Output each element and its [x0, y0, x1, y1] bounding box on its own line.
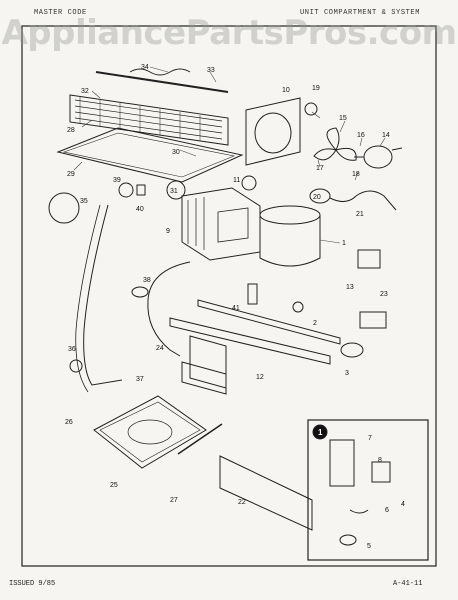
watermark: AppliancePartsPros.com: [1, 13, 457, 53]
compressor: [259, 205, 321, 267]
header-master-code: MASTER CODE: [34, 9, 87, 17]
label-5: 5: [367, 543, 371, 550]
label-8: 8: [378, 457, 382, 464]
label-39: 39: [113, 177, 121, 184]
coil-assembly: [181, 187, 261, 261]
label-6: 6: [385, 507, 389, 514]
drip-tray: [56, 127, 244, 183]
part-number-labels: 34 33 32 28 29 30 10 19 15 16 14 17 18 1…: [65, 64, 405, 550]
label-17: 17: [316, 165, 324, 172]
access-cover-panel: [219, 455, 313, 531]
label-14: 14: [382, 132, 390, 139]
label-21: 21: [356, 211, 364, 218]
fan-shroud: [245, 97, 301, 166]
condenser-support-rod: [95, 68, 229, 93]
base-bracket: [181, 361, 227, 395]
drain-pan: [93, 395, 207, 469]
shroud-clamp: [241, 175, 257, 191]
label-19: 19: [312, 85, 320, 92]
mount-stud: [292, 301, 304, 313]
label-10: 10: [282, 87, 290, 94]
label-28: 28: [67, 127, 75, 134]
fan-motor: [354, 145, 403, 169]
callout-31: [166, 180, 186, 200]
label-40: 40: [136, 206, 144, 213]
label-31: 31: [170, 188, 178, 195]
label-37: 37: [136, 376, 144, 383]
footer-page-code: A-41-11: [393, 580, 423, 588]
drain-tube: [83, 204, 123, 386]
label-4: 4: [401, 501, 405, 508]
condenser-coil: [69, 94, 229, 146]
footer-issued: ISSUED 9/85: [9, 580, 56, 588]
label-18: 18: [352, 171, 360, 178]
cord-clip: [131, 286, 149, 298]
leader-lines: [73, 66, 386, 244]
label-3: 3: [345, 370, 349, 377]
header-section-title: UNIT COMPARTMENT & SYSTEM: [300, 9, 421, 17]
label-33: 33: [207, 67, 215, 74]
label-2: 2: [313, 320, 317, 327]
label-41: 41: [232, 305, 240, 312]
label-27: 27: [170, 497, 178, 504]
fan-grommet: [304, 102, 318, 116]
label-13b: 13: [346, 284, 354, 291]
label-34: 34: [141, 64, 149, 71]
label-29: 29: [67, 171, 75, 178]
label-20: 20: [313, 194, 321, 201]
power-cord: [147, 261, 191, 357]
label-1: 1: [342, 240, 346, 247]
label-24: 24: [156, 345, 164, 352]
filter-drier: [247, 283, 258, 305]
tube-clamp: [69, 359, 83, 373]
label-30: 30: [172, 149, 180, 156]
label-36: 36: [68, 346, 76, 353]
label-15: 15: [339, 115, 347, 122]
inset-electrical-detail: [307, 419, 429, 561]
mounting-grommet: [340, 342, 364, 358]
terminal-cover: [309, 188, 331, 204]
grommet-39: [118, 182, 134, 198]
label-12: 12: [256, 374, 264, 381]
label-32: 32: [81, 88, 89, 95]
label-23: 23: [380, 291, 388, 298]
compressor-base-rails: [169, 299, 341, 389]
label-22: 22: [238, 499, 246, 506]
label-7: 7: [368, 435, 372, 442]
clip-40: [136, 184, 146, 196]
inset-badge-number: 1: [318, 428, 323, 437]
diagram-border: [21, 25, 437, 567]
label-38: 38: [143, 277, 151, 284]
inset-badge: [312, 424, 328, 440]
label-16: 16: [357, 132, 365, 139]
label-35: 35: [80, 198, 88, 205]
label-11: 11: [233, 177, 240, 184]
wire-harness: [329, 190, 397, 211]
start-relay: [357, 249, 381, 269]
label-9: 9: [166, 228, 170, 235]
pan-support-rod: [177, 423, 223, 455]
label-25: 25: [110, 482, 118, 489]
overload-protector: [359, 311, 387, 329]
fan-blade: [313, 127, 357, 161]
callout-35: [48, 192, 80, 224]
label-26: 26: [65, 419, 73, 426]
